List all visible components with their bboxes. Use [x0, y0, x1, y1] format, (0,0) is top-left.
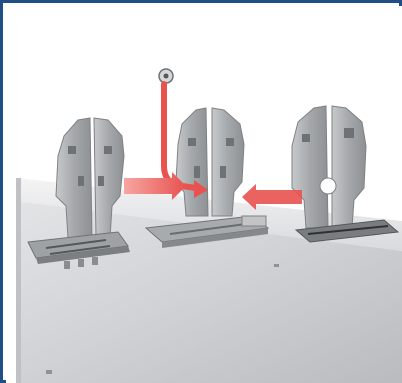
- wall-edge: [16, 178, 21, 383]
- bracket-right-icon: [291, 105, 400, 243]
- bracket-left-icon: [27, 117, 130, 269]
- wall-clip-mark: [274, 264, 279, 267]
- assembly-illustration: [6, 6, 402, 383]
- insert-arrow-right-icon: [242, 184, 302, 210]
- insert-arrow-left-icon: [124, 172, 186, 200]
- wall-clip-mark: [46, 370, 52, 374]
- illustration-stage: [6, 6, 402, 383]
- bracket-center-icon: [144, 107, 270, 248]
- screw-icon: [158, 68, 174, 84]
